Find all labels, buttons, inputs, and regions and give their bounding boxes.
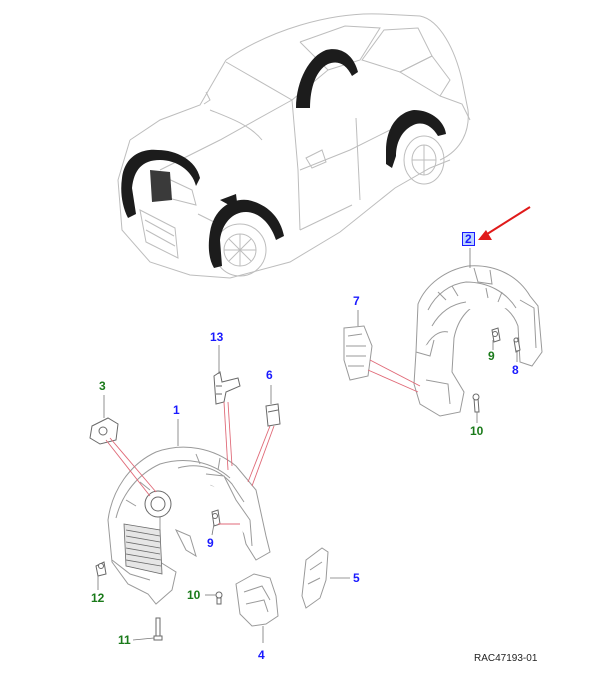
bracket-part-5 bbox=[301, 547, 329, 609]
callout-7: 7 bbox=[353, 294, 360, 308]
red-arrow-icon bbox=[478, 206, 531, 240]
callout-2: 2 bbox=[462, 232, 475, 246]
bolt-part-11 bbox=[153, 617, 163, 641]
callout-5: 5 bbox=[353, 571, 360, 585]
callout-6: 6 bbox=[266, 368, 273, 382]
clip-part-6 bbox=[265, 403, 281, 427]
front-liner-grille bbox=[123, 523, 163, 575]
fastener-8 bbox=[513, 337, 521, 353]
vehicle-liner-rear-left bbox=[296, 49, 358, 108]
fastener-9-rear bbox=[491, 327, 501, 343]
rear-liner-part bbox=[413, 265, 543, 417]
callout-12: 12 bbox=[91, 591, 105, 605]
callout-1: 1 bbox=[173, 403, 180, 417]
callout-11: 11 bbox=[118, 633, 131, 647]
callout-4: 4 bbox=[258, 648, 265, 662]
leader-lines bbox=[105, 359, 421, 525]
reference-code: RAC47193-01 bbox=[474, 653, 538, 664]
shield-part-4 bbox=[235, 573, 279, 627]
callout-3: 3 bbox=[99, 379, 106, 393]
vehicle-outline bbox=[117, 13, 471, 279]
vehicle-liner-rear-right bbox=[386, 110, 446, 168]
clip-part-12 bbox=[95, 561, 107, 577]
callout-ticks bbox=[97, 248, 518, 643]
callout-9-front: 9 bbox=[207, 536, 214, 550]
callout-10-front: 10 bbox=[187, 588, 201, 602]
callout-8: 8 bbox=[512, 363, 519, 377]
cover-part-3 bbox=[89, 417, 119, 445]
fastener-10-rear bbox=[472, 393, 480, 413]
bracket-part-13 bbox=[213, 371, 241, 405]
vehicle-liner-front-right bbox=[208, 194, 284, 268]
fastener-10-front bbox=[215, 591, 223, 605]
front-liner-aperture bbox=[144, 490, 172, 518]
seal-part-7 bbox=[343, 325, 373, 381]
callout-13: 13 bbox=[210, 330, 224, 344]
callout-10-rear: 10 bbox=[470, 424, 484, 438]
callout-9-rear: 9 bbox=[488, 349, 495, 363]
vehicle-liner-front-left bbox=[121, 149, 200, 218]
